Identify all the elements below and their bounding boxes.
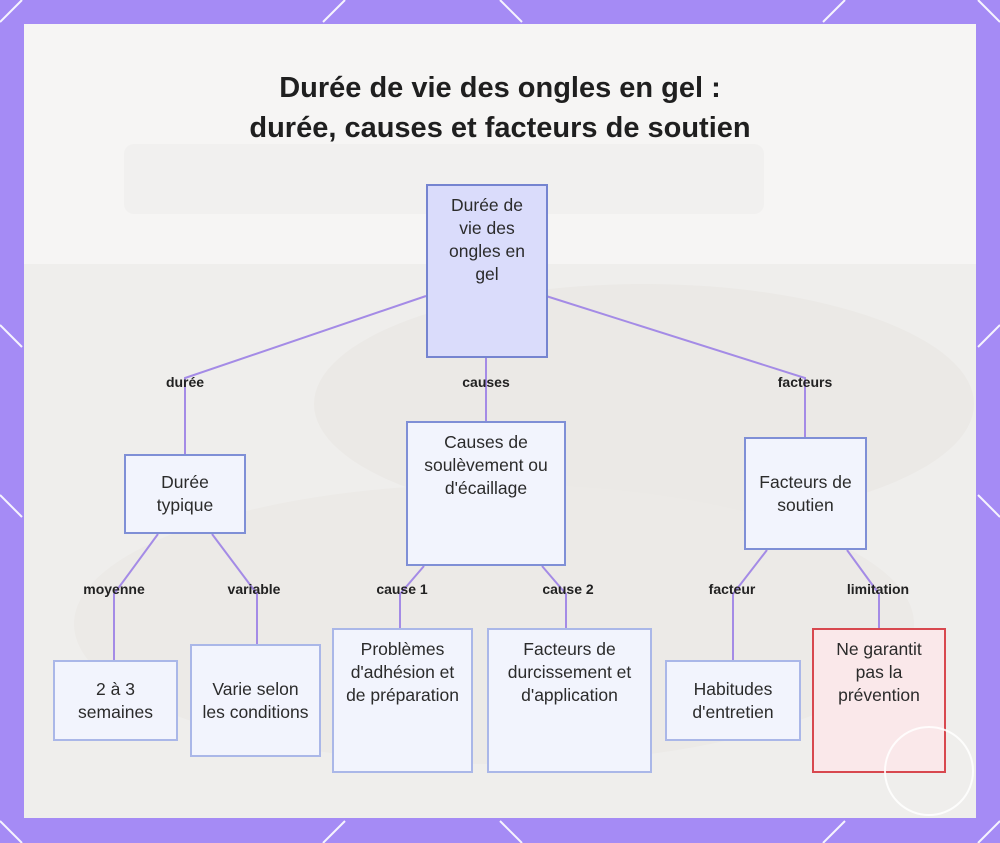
connector-cause2 (541, 565, 567, 628)
edge-label-limitation: limitation (846, 581, 910, 597)
edge-label-moyenne: moyenne (83, 581, 145, 597)
node-root: Durée de vie des ongles en gel (426, 184, 548, 358)
node-facteurs-durcissement: Facteurs de durcissement et d'applicatio… (487, 628, 652, 773)
node-facteurs: Facteurs de soutien (744, 437, 867, 550)
node-problemes-adhesion-label: Problèmes d'adhésion et de préparation (346, 639, 459, 705)
node-causes: Causes de soulèvement ou d'écaillage (406, 421, 566, 566)
node-duree-typique-label: Durée typique (156, 472, 214, 515)
connector-facteur (732, 549, 768, 660)
node-root-label: Durée de vie des ongles en gel (449, 195, 525, 284)
node-facteurs-label: Facteurs de soutien (759, 471, 852, 515)
node-problemes-adhesion: Problèmes d'adhésion et de préparation (332, 628, 473, 773)
watermark-badge (884, 726, 974, 816)
title-line-1: Durée de vie des ongles en gel : (279, 72, 721, 104)
node-2-a-3-semaines-label: 2 à 3 semaines (78, 678, 153, 722)
node-ne-garantit-pas-prevention-label: Ne garantit pas la prévention (836, 639, 922, 705)
node-habitudes-entretien-label: Habitudes d'entretien (692, 678, 774, 722)
edge-label-duree: durée (165, 374, 205, 390)
node-2-a-3-semaines: 2 à 3 semaines (53, 660, 178, 741)
edge-label-facteurs: facteurs (777, 374, 833, 390)
edge-label-causes: causes (462, 374, 510, 390)
node-varie-selon-conditions-label: Varie selon les conditions (202, 678, 309, 722)
title-line-2: durée, causes et facteurs de soutien (249, 112, 751, 144)
diagram-title: Durée de vie des ongles en gel : durée, … (24, 68, 976, 148)
connector-cause1 (399, 565, 425, 628)
edge-label-cause-1: cause 1 (376, 581, 428, 597)
node-habitudes-entretien: Habitudes d'entretien (665, 660, 801, 741)
node-varie-selon-conditions: Varie selon les conditions (190, 644, 321, 757)
connector-facteurs (545, 295, 806, 437)
edge-label-variable: variable (227, 581, 281, 597)
connector-limitation (846, 549, 880, 628)
edge-label-cause-2: cause 2 (542, 581, 594, 597)
edge-label-facteur: facteur (708, 581, 756, 597)
connector-duree (184, 295, 427, 454)
connector-moyenne (113, 533, 159, 660)
node-facteurs-durcissement-label: Facteurs de durcissement et d'applicatio… (507, 639, 632, 705)
node-duree-typique: Durée typique (124, 454, 246, 534)
node-causes-label: Causes de soulèvement ou d'écaillage (424, 432, 548, 498)
connector-lines (113, 295, 880, 660)
connector-variable (211, 533, 258, 644)
diagram-panel: Durée de vie des ongles en gel : durée, … (24, 24, 976, 818)
